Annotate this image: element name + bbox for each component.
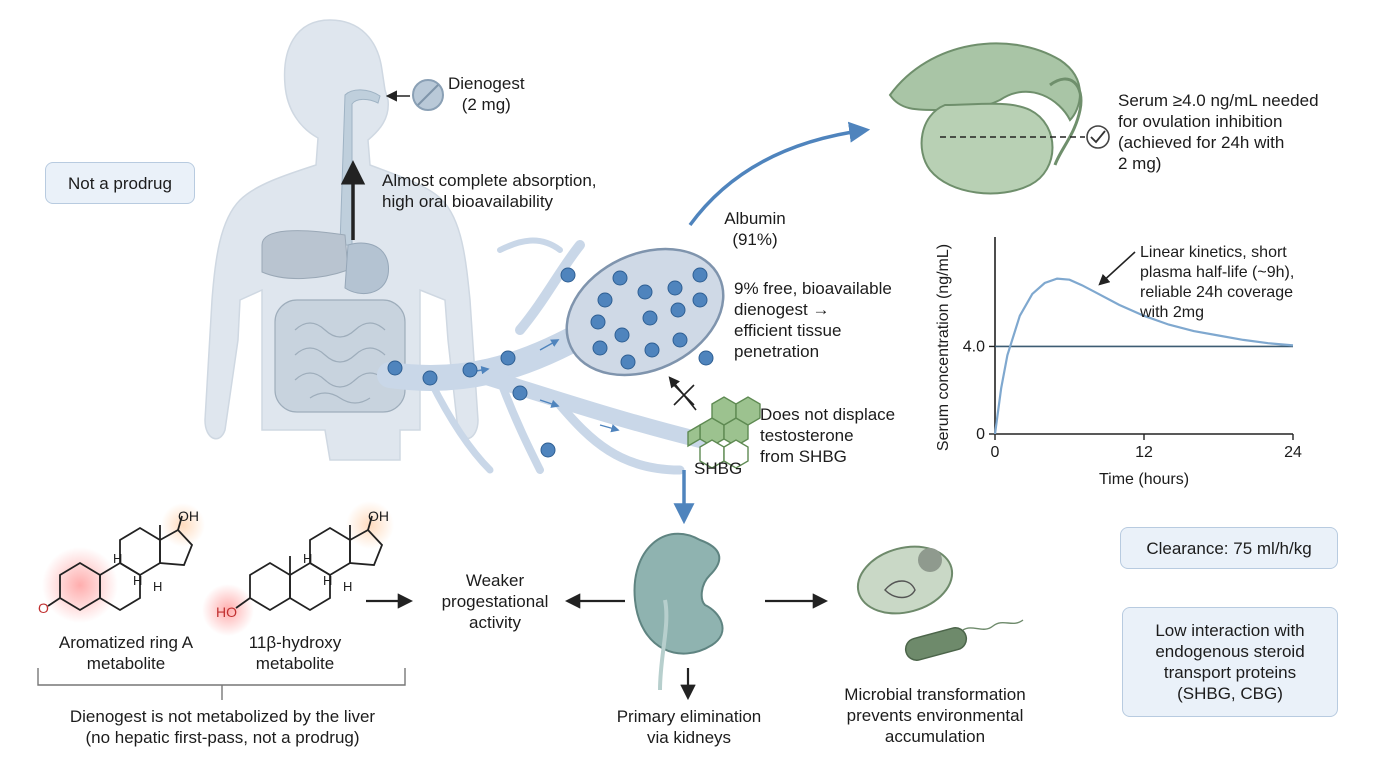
absorption-line1: Almost complete absorption, — [382, 171, 597, 190]
shbg-line1: Does not displace — [760, 405, 896, 424]
low-interaction-line3: transport proteins — [1163, 663, 1297, 682]
hydroxy-metabolite-structure — [202, 501, 394, 636]
microbe-illustration — [856, 545, 1024, 661]
x-tick-label-1: 12 — [1135, 444, 1153, 461]
kidney-line1: Primary elimination — [616, 707, 762, 726]
kinetics-line3: reliable 24h coverage — [1140, 284, 1293, 301]
weaker-line2: progestational — [441, 592, 549, 611]
low-interaction-line4: (SHBG, CBG) — [1177, 684, 1283, 703]
ring-a-line2: metabolite — [86, 654, 166, 673]
liver — [261, 230, 349, 279]
kidney-line2: via kidneys — [646, 728, 732, 747]
x-tick-label-0: 0 — [991, 444, 1000, 461]
drug-name: Dienogest — [448, 74, 525, 93]
blood-vessels — [377, 237, 708, 475]
low-interaction-box: Low interaction with endogenous steroid … — [1122, 607, 1338, 717]
low-interaction-line1: Low interaction with — [1155, 621, 1305, 640]
checkmark-icon — [1086, 125, 1110, 149]
kinetics-annotation-arrow — [1098, 251, 1136, 286]
h-label-4: H — [303, 551, 313, 566]
liver-note: Dienogest is not metabolized by the live… — [20, 706, 425, 748]
liver-note-line1: Dienogest is not metabolized by the live… — [69, 707, 376, 726]
h-label-3: H — [153, 579, 163, 594]
hydroxy-line1: 11β-hydroxy — [248, 633, 342, 652]
not-prodrug-text: Not a prodrug — [68, 173, 172, 193]
ovulation-line1: Serum ≥4.0 ng/mL needed — [1118, 91, 1319, 110]
albumin-line2: (91%) — [732, 230, 778, 249]
metabolite-bracket — [37, 668, 406, 700]
y-tick-label-1: 4.0 — [963, 338, 985, 355]
shbg-label: SHBG — [694, 459, 743, 478]
stomach — [344, 242, 389, 295]
microbial-line3: accumulation — [884, 727, 986, 746]
shbg-line2: testosterone — [760, 426, 854, 445]
o-label: O — [38, 600, 49, 616]
oh-label-1: OH — [178, 508, 199, 524]
shbg-line3: from SHBG — [760, 447, 847, 466]
h-label-1: H — [113, 551, 123, 566]
pill-icon — [412, 79, 444, 111]
kinetics-note: Linear kinetics, short plasma half-life … — [1140, 243, 1294, 323]
kidney-illustration — [633, 532, 724, 691]
h-label-6: H — [343, 579, 353, 594]
liver-note-line2: (no hepatic first-pass, not a prodrug) — [85, 728, 360, 747]
not-prodrug-badge: Not a prodrug — [45, 162, 195, 204]
oh-label-2: OH — [368, 508, 389, 524]
shbg-note: Does not displace testosterone from SHBG — [760, 404, 895, 467]
intestines — [274, 299, 406, 413]
absorption-line2: high oral bioavailability — [382, 192, 554, 211]
absorption-label: Almost complete absorption, high oral bi… — [382, 170, 597, 212]
h-label-5: H — [323, 573, 333, 588]
x-tick-label-2: 24 — [1284, 444, 1302, 461]
hydroxy-line2: metabolite — [255, 654, 335, 673]
clearance-badge: Clearance: 75 ml/h/kg — [1120, 527, 1338, 569]
h-label-2: H — [133, 573, 143, 588]
ring-a-label: Aromatized ring A metabolite — [36, 632, 216, 674]
drug-label: Dienogest (2 mg) — [448, 73, 525, 115]
kinetics-line2: plasma half-life (~9h), — [1140, 264, 1295, 281]
ovulation-line2: for ovulation inhibition — [1118, 112, 1283, 131]
free-fraction-label: 9% free, bioavailable dienogest → effici… — [734, 278, 892, 362]
drug-dose: (2 mg) — [461, 95, 511, 114]
ovulation-line4: 2 mg) — [1118, 154, 1162, 173]
clearance-text: Clearance: 75 ml/h/kg — [1146, 538, 1312, 558]
x-axis-label: Time (hours) — [1099, 471, 1189, 488]
free-fraction-line2: dienogest → — [734, 300, 830, 319]
albumin-line1: Albumin — [724, 209, 786, 228]
ovary-illustration — [888, 42, 1083, 195]
weaker-activity-label: Weaker progestational activity — [430, 570, 560, 633]
ring-a-metabolite-structure — [42, 503, 205, 623]
ring-a-line1: Aromatized ring A — [58, 633, 194, 652]
ovulation-line3: (achieved for 24h with — [1118, 133, 1285, 152]
esophagus — [339, 89, 381, 246]
kidney-label: Primary elimination via kidneys — [594, 706, 784, 748]
albumin-protein — [565, 247, 725, 377]
y-axis-label: Serum concentration (ng/mL) — [935, 244, 952, 451]
ho-label: HO — [216, 604, 237, 620]
kinetics-line1: Linear kinetics, short — [1140, 244, 1287, 261]
ovulation-note: Serum ≥4.0 ng/mL needed for ovulation in… — [1118, 90, 1319, 174]
y-tick-label-0: 0 — [976, 426, 985, 443]
microbial-line1: Microbial transformation — [844, 685, 1026, 704]
microbial-label: Microbial transformation prevents enviro… — [820, 684, 1050, 747]
shbg-icon — [687, 396, 761, 469]
hydroxy-label: 11β-hydroxy metabolite — [230, 632, 360, 674]
weaker-line1: Weaker — [465, 571, 525, 590]
microbial-line2: prevents environmental — [846, 706, 1024, 725]
free-fraction-line3: efficient tissue — [734, 321, 842, 340]
concentration-curve-0 — [993, 277, 1294, 435]
albumin-label: Albumin (91%) — [710, 208, 800, 250]
free-fraction-line4: penetration — [734, 342, 820, 361]
kinetics-line4: with 2mg — [1140, 304, 1205, 321]
weaker-line3: activity — [469, 613, 521, 632]
free-fraction-line1: 9% free, bioavailable — [734, 279, 892, 298]
low-interaction-line2: endogenous steroid — [1155, 642, 1305, 661]
